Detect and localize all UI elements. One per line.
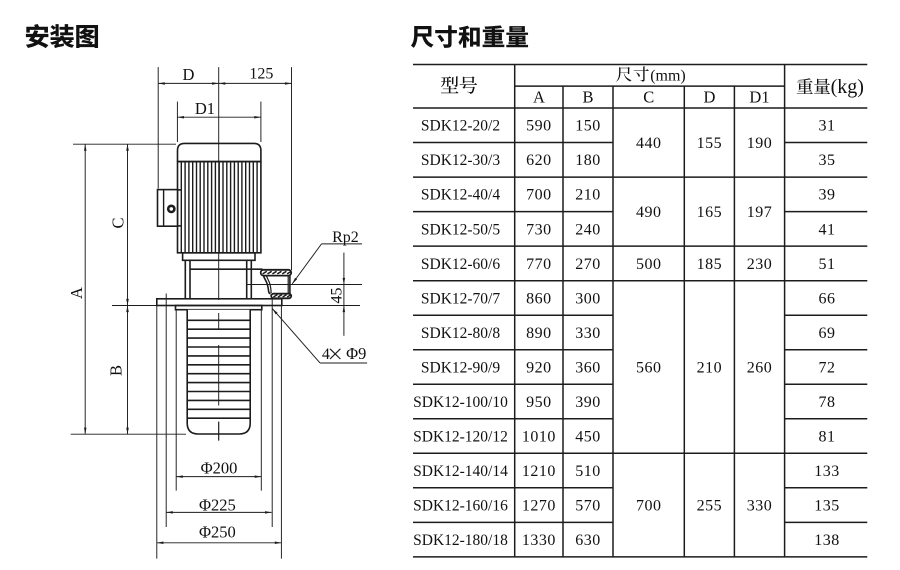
svg-text:270: 270 [575, 256, 601, 273]
svg-text:197: 197 [747, 204, 773, 221]
svg-text:C: C [108, 217, 127, 228]
svg-text:4: 4 [322, 346, 330, 363]
svg-text:950: 950 [526, 394, 552, 411]
svg-text:300: 300 [575, 290, 601, 307]
svg-text:1270: 1270 [522, 498, 556, 515]
svg-text:1330: 1330 [522, 532, 556, 549]
svg-text:440: 440 [636, 135, 662, 152]
svg-text:SDK12-160/16: SDK12-160/16 [413, 498, 508, 515]
svg-text:Φ9: Φ9 [346, 344, 366, 363]
svg-text:B: B [106, 365, 125, 376]
svg-text:230: 230 [747, 256, 773, 273]
svg-text:730: 730 [526, 221, 552, 238]
svg-text:SDK12-60/6: SDK12-60/6 [421, 256, 500, 273]
svg-text:1010: 1010 [522, 428, 556, 445]
svg-text:560: 560 [636, 359, 662, 376]
svg-text:D1: D1 [749, 88, 769, 107]
svg-text:450: 450 [575, 428, 601, 445]
svg-text:360: 360 [575, 359, 601, 376]
svg-text:SDK12-180/18: SDK12-180/18 [413, 532, 508, 549]
svg-text:SDK12-50/5: SDK12-50/5 [421, 221, 500, 238]
svg-text:(mm): (mm) [650, 67, 686, 84]
svg-text:590: 590 [526, 118, 552, 135]
svg-text:66: 66 [819, 290, 836, 307]
svg-text:180: 180 [575, 152, 601, 169]
svg-text:SDK12-90/9: SDK12-90/9 [421, 359, 500, 376]
svg-text:133: 133 [814, 463, 840, 480]
svg-text:135: 135 [814, 498, 840, 515]
svg-text:150: 150 [575, 118, 601, 135]
svg-text:SDK12-80/8: SDK12-80/8 [421, 325, 500, 342]
svg-text:890: 890 [526, 325, 552, 342]
svg-text:255: 255 [697, 498, 723, 515]
svg-text:Rp2: Rp2 [332, 229, 359, 246]
svg-text:SDK12-70/7: SDK12-70/7 [421, 290, 500, 307]
svg-text:Φ225: Φ225 [199, 496, 236, 515]
svg-text:D: D [183, 65, 195, 84]
svg-text:Φ200: Φ200 [201, 459, 238, 478]
svg-text:SDK12-100/10: SDK12-100/10 [413, 394, 508, 411]
svg-text:390: 390 [575, 394, 601, 411]
svg-text:SDK12-120/12: SDK12-120/12 [413, 428, 508, 445]
svg-text:920: 920 [526, 359, 552, 376]
svg-text:330: 330 [747, 498, 773, 515]
svg-text:185: 185 [697, 256, 723, 273]
svg-text:700: 700 [636, 498, 662, 515]
svg-text:125: 125 [249, 66, 273, 83]
svg-text:860: 860 [526, 290, 552, 307]
svg-text:(kg): (kg) [831, 76, 864, 98]
svg-text:210: 210 [575, 187, 601, 204]
svg-text:240: 240 [575, 221, 601, 238]
svg-text:138: 138 [814, 532, 840, 549]
svg-text:700: 700 [526, 187, 552, 204]
svg-text:B: B [582, 88, 593, 107]
svg-text:69: 69 [819, 325, 836, 342]
svg-text:260: 260 [747, 359, 773, 376]
svg-text:570: 570 [575, 498, 601, 515]
svg-text:D: D [703, 88, 715, 107]
svg-text:Φ250: Φ250 [199, 523, 236, 542]
svg-text:SDK12-140/14: SDK12-140/14 [413, 463, 508, 480]
svg-text:155: 155 [697, 135, 723, 152]
svg-text:SDK12-40/4: SDK12-40/4 [421, 187, 500, 204]
svg-text:A: A [67, 287, 86, 299]
svg-text:78: 78 [819, 394, 836, 411]
svg-text:500: 500 [636, 256, 662, 273]
svg-text:770: 770 [526, 256, 552, 273]
svg-text:A: A [533, 88, 545, 107]
svg-text:210: 210 [697, 359, 723, 376]
svg-text:190: 190 [747, 135, 773, 152]
svg-text:330: 330 [575, 325, 601, 342]
svg-text:SDK12-20/2: SDK12-20/2 [421, 118, 500, 135]
svg-text:45: 45 [329, 288, 346, 304]
svg-text:35: 35 [819, 152, 836, 169]
svg-text:165: 165 [697, 204, 723, 221]
svg-text:31: 31 [819, 118, 836, 135]
svg-text:510: 510 [575, 463, 601, 480]
svg-text:41: 41 [819, 221, 836, 238]
svg-text:D1: D1 [195, 99, 215, 118]
svg-text:630: 630 [575, 532, 601, 549]
svg-text:39: 39 [819, 187, 836, 204]
svg-text:SDK12-30/3: SDK12-30/3 [421, 152, 500, 169]
svg-text:1210: 1210 [522, 463, 556, 480]
svg-text:81: 81 [819, 428, 836, 445]
svg-text:620: 620 [526, 152, 552, 169]
svg-text:C: C [643, 88, 654, 107]
svg-text:72: 72 [819, 359, 836, 376]
svg-text:490: 490 [636, 204, 662, 221]
svg-text:51: 51 [819, 256, 836, 273]
